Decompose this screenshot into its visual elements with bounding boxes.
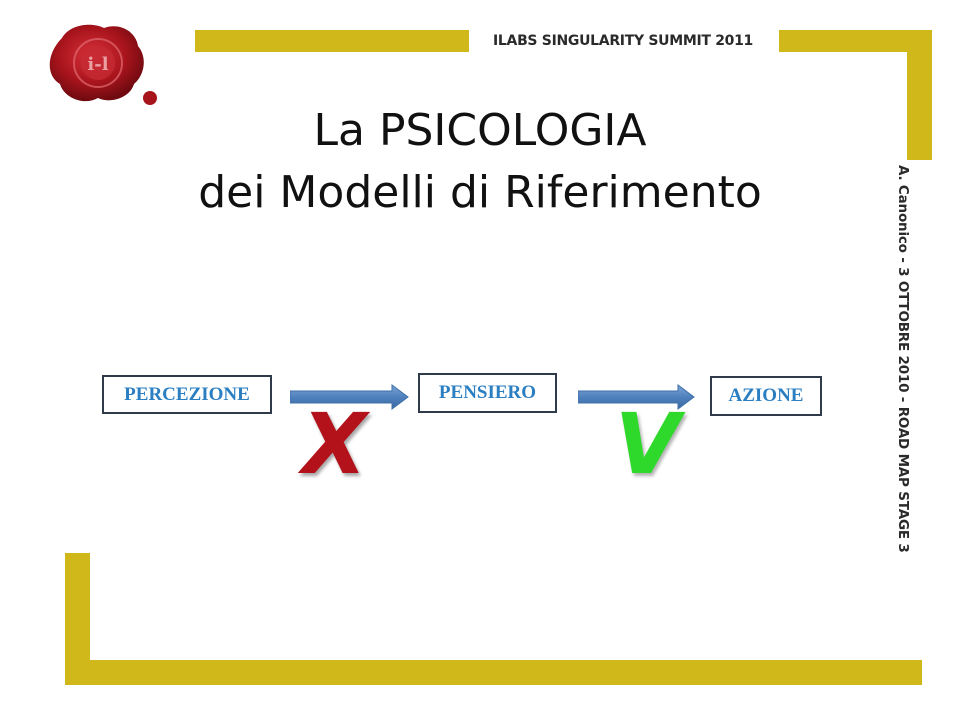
right-frame-bar: [907, 30, 932, 160]
node-percezione: PERCEZIONE: [102, 375, 272, 414]
node-pensiero: PENSIERO: [418, 373, 557, 413]
arrow-percezione-to-pensiero: [289, 384, 410, 410]
wax-seal-logo-icon: i-l: [40, 18, 165, 108]
arrow-pensiero-to-azione: [577, 384, 696, 410]
node-azione: AZIONE: [710, 376, 822, 416]
slide-title: La PSICOLOGIA dei Modelli di Riferimento: [110, 100, 850, 224]
event-label: ILABS SINGULARITY SUMMIT 2011: [493, 33, 753, 49]
top-left-frame-bar: [195, 30, 469, 52]
bottom-frame-bar: [65, 660, 922, 685]
cross-mark: X: [302, 395, 367, 493]
title-line-1: La PSICOLOGIA: [313, 105, 647, 156]
top-right-frame-bar: [779, 30, 932, 52]
check-mark: V: [615, 395, 681, 493]
title-line-2: dei Modelli di Riferimento: [198, 167, 762, 218]
side-caption: A. Canonico - 3 OTTOBRE 2010 - ROAD MAP …: [895, 165, 911, 553]
svg-text:i-l: i-l: [87, 54, 108, 75]
